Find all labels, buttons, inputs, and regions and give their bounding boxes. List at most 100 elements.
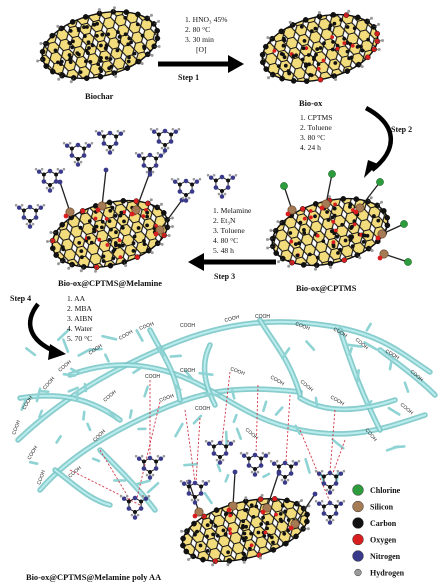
step2-cond-1: 1. CPTMS — [300, 113, 333, 122]
step3-arrow — [188, 253, 276, 271]
polymer-branch — [387, 406, 401, 416]
sheet-bio-ox-cptms-melamine — [14, 127, 238, 273]
polymer-branch — [20, 397, 28, 411]
cooh-label: COOH — [118, 329, 134, 342]
polymer-strand-highlight — [299, 397, 396, 411]
cooh-label: COOH — [269, 375, 285, 388]
cooh-label: COOH — [180, 323, 195, 329]
cooh-label: COOH — [294, 321, 311, 332]
polymer-branch — [77, 347, 92, 357]
polymer-branch — [281, 347, 291, 360]
step3-cond-2: 2. Et₃N — [213, 216, 236, 225]
polymer-branch — [62, 372, 76, 378]
polymer-strand-highlight — [39, 388, 301, 491]
cooh-label: COOH — [57, 359, 73, 373]
polymer-branch — [56, 328, 70, 342]
polymer-branch — [274, 406, 284, 416]
polymer-branch — [132, 366, 143, 375]
polymer-branch — [204, 392, 221, 397]
polymer-strand-highlight — [54, 469, 111, 506]
polymer-branch — [128, 409, 133, 419]
polymer-branch — [348, 346, 353, 356]
hydrogen-bond — [195, 417, 201, 483]
polymer-branch — [346, 343, 363, 348]
step4-cond-3: 3. AIBN — [67, 314, 93, 323]
label-bio-ox-cptms-melamine: Bio-ox@CPTMS@Melamine — [58, 279, 162, 288]
polymer-branch — [184, 369, 194, 381]
cooh-label: COOH — [36, 469, 47, 486]
polymer-branch — [224, 430, 228, 446]
hydrogen-bond — [299, 429, 331, 503]
cooh-label: COOH — [145, 374, 160, 380]
polymer-branch — [304, 457, 311, 474]
polymer-strand-highlight — [339, 329, 381, 431]
polymer-branch — [146, 481, 160, 494]
polymer-strand-highlight — [259, 319, 301, 396]
melamine-unit — [34, 167, 66, 193]
polymer-branch — [101, 334, 118, 341]
polymer-strand-highlight — [99, 449, 156, 511]
legend-swatch-chlorine — [352, 484, 364, 496]
polymer-branch — [183, 462, 199, 467]
melamine-unit — [134, 151, 166, 177]
polymer-branch — [235, 427, 242, 440]
step4-arrow — [27, 302, 66, 360]
melamine-unit — [134, 454, 166, 480]
polymer-strand — [37, 386, 303, 493]
polymer-branch — [230, 389, 236, 400]
polymer-strand-highlight — [69, 364, 426, 435]
melamine-unit — [62, 141, 94, 167]
melamine-unit — [94, 129, 126, 155]
polymer-branch — [216, 463, 222, 473]
polymer-branch — [320, 473, 325, 483]
melamine-unit — [314, 469, 346, 495]
cooh-label: COOH — [399, 402, 415, 416]
polymer-strand-highlight — [379, 349, 436, 396]
polymer-branch — [108, 409, 118, 421]
step4-cond-1: 1. AA — [67, 294, 86, 303]
polymer-branch — [38, 409, 44, 419]
polymer-branch — [55, 435, 62, 444]
polymer-branch — [365, 400, 373, 407]
melamine-unit — [314, 499, 346, 525]
legend-swatch-nitrogen — [352, 550, 364, 562]
hydrogen-bond — [69, 469, 141, 506]
melamine-unit — [149, 127, 181, 153]
polymer-branch — [169, 354, 182, 358]
polymer-branch — [384, 350, 396, 361]
sheet-final — [119, 439, 346, 567]
polymer-branch — [134, 479, 151, 486]
hydrogen-bond — [255, 384, 259, 456]
polymer-branch — [143, 385, 149, 398]
legend-swatch-hydrogen — [354, 568, 362, 577]
step1-conditions: 1. HNO₃ 45% 2. 80 °C 3. 30 min [O] Step … — [178, 15, 228, 82]
step3-cond-5: 5. 48 h — [213, 246, 234, 255]
label-bio-ox: Bio-ox — [299, 99, 323, 108]
polymer-branch — [305, 340, 316, 351]
step1-cond-1: 1. HNO₃ 45% — [185, 15, 228, 24]
sheet-bio-ox — [259, 9, 384, 84]
step1-cond-2: 2. 80 °C — [185, 25, 210, 34]
legend-swatch-oxygen — [352, 533, 364, 546]
step4-label: Step 4 — [10, 294, 31, 303]
step3-label: Step 3 — [214, 272, 235, 281]
legend-swatch-silicon — [352, 500, 364, 513]
polymer-branch — [294, 424, 302, 436]
polymer-branch — [392, 445, 406, 449]
polymer-branch — [403, 381, 410, 393]
step1-arrow — [158, 55, 244, 73]
cooh-label: COOH — [229, 366, 246, 377]
legend-label-nitrogen: Nitrogen — [370, 552, 401, 561]
polyacrylic-acid-network — [15, 317, 438, 513]
step1-label: Step 1 — [178, 73, 199, 82]
polymer-branch — [67, 386, 79, 393]
polymer-branch — [91, 457, 101, 463]
polymer-branch — [174, 422, 184, 438]
hydrogen-bond — [184, 409, 196, 483]
polymer-branch — [135, 329, 144, 342]
melamine-unit — [204, 439, 236, 465]
polymer-branch — [262, 400, 268, 413]
step4-cond-2: 2. MBA — [67, 304, 92, 313]
step3-cond-4: 4. 80 °C — [213, 236, 238, 245]
